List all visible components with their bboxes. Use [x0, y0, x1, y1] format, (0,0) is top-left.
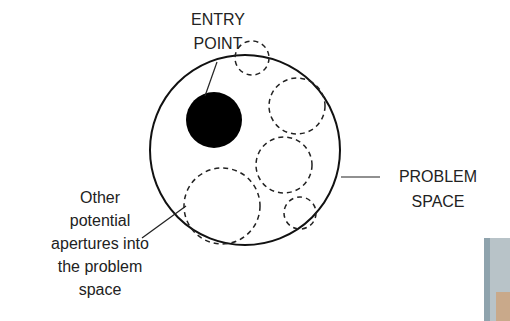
aperture-circle — [284, 197, 316, 229]
aperture-circle — [184, 168, 260, 244]
callout-label: PROBLEM SPACE — [382, 164, 494, 214]
photo-fragment — [484, 238, 510, 321]
callout-label: ENTRY POINT — [173, 8, 263, 56]
leader-line — [142, 206, 186, 238]
callout-label: Other potential apertures into the probl… — [50, 186, 151, 301]
aperture-circle — [269, 78, 325, 134]
aperture-circle — [256, 137, 312, 193]
entry-point-circle — [186, 92, 242, 148]
leader-line — [205, 62, 217, 96]
problem-space-circle — [150, 55, 340, 245]
photo-fragment — [484, 238, 490, 321]
leader-line — [341, 176, 380, 177]
photo-fragment — [484, 238, 510, 321]
photo-fragment — [496, 292, 510, 321]
